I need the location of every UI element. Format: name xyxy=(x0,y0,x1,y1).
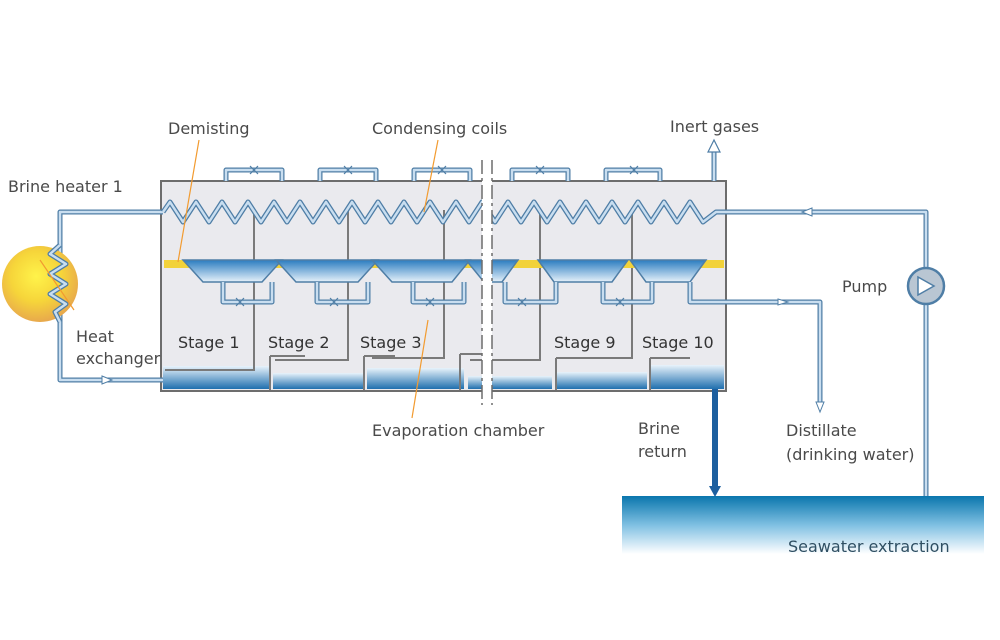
label-condensing-coils: Condensing coils xyxy=(372,119,507,138)
break-marks xyxy=(481,160,493,405)
stage-label: Stage 1 xyxy=(178,333,240,352)
inert-gas-vent xyxy=(707,138,721,181)
stage-label: Stage 9 xyxy=(554,333,616,352)
stage-label: Stage 2 xyxy=(268,333,330,352)
label-return: return xyxy=(638,442,687,461)
stage-label: Stage 3 xyxy=(360,333,422,352)
distillate-drain-pipes xyxy=(220,282,825,414)
brine-return-pipe xyxy=(709,389,721,497)
label-heat: Heat xyxy=(76,327,114,346)
stage-label: Stage 10 xyxy=(642,333,714,352)
label-demisting: Demisting xyxy=(168,119,250,138)
seawater-body xyxy=(622,496,984,554)
label-evaporation-chamber: Evaporation chamber xyxy=(372,421,545,440)
label-drinking-water: (drinking water) xyxy=(786,445,914,464)
distillate-trays xyxy=(181,259,708,283)
label-pump: Pump xyxy=(842,277,887,296)
label-distillate: Distillate xyxy=(786,421,857,440)
label-brine-heater: Brine heater 1 xyxy=(8,177,123,196)
label-inert-gases: Inert gases xyxy=(670,117,759,136)
label-seawater-extraction: Seawater extraction xyxy=(788,537,950,556)
valves xyxy=(235,165,639,307)
label-brine: Brine xyxy=(638,419,680,438)
leader-lines xyxy=(39,139,439,419)
label-exchanger: exchanger xyxy=(76,349,161,368)
pump-icon xyxy=(906,266,946,306)
brine-heater xyxy=(2,243,78,324)
